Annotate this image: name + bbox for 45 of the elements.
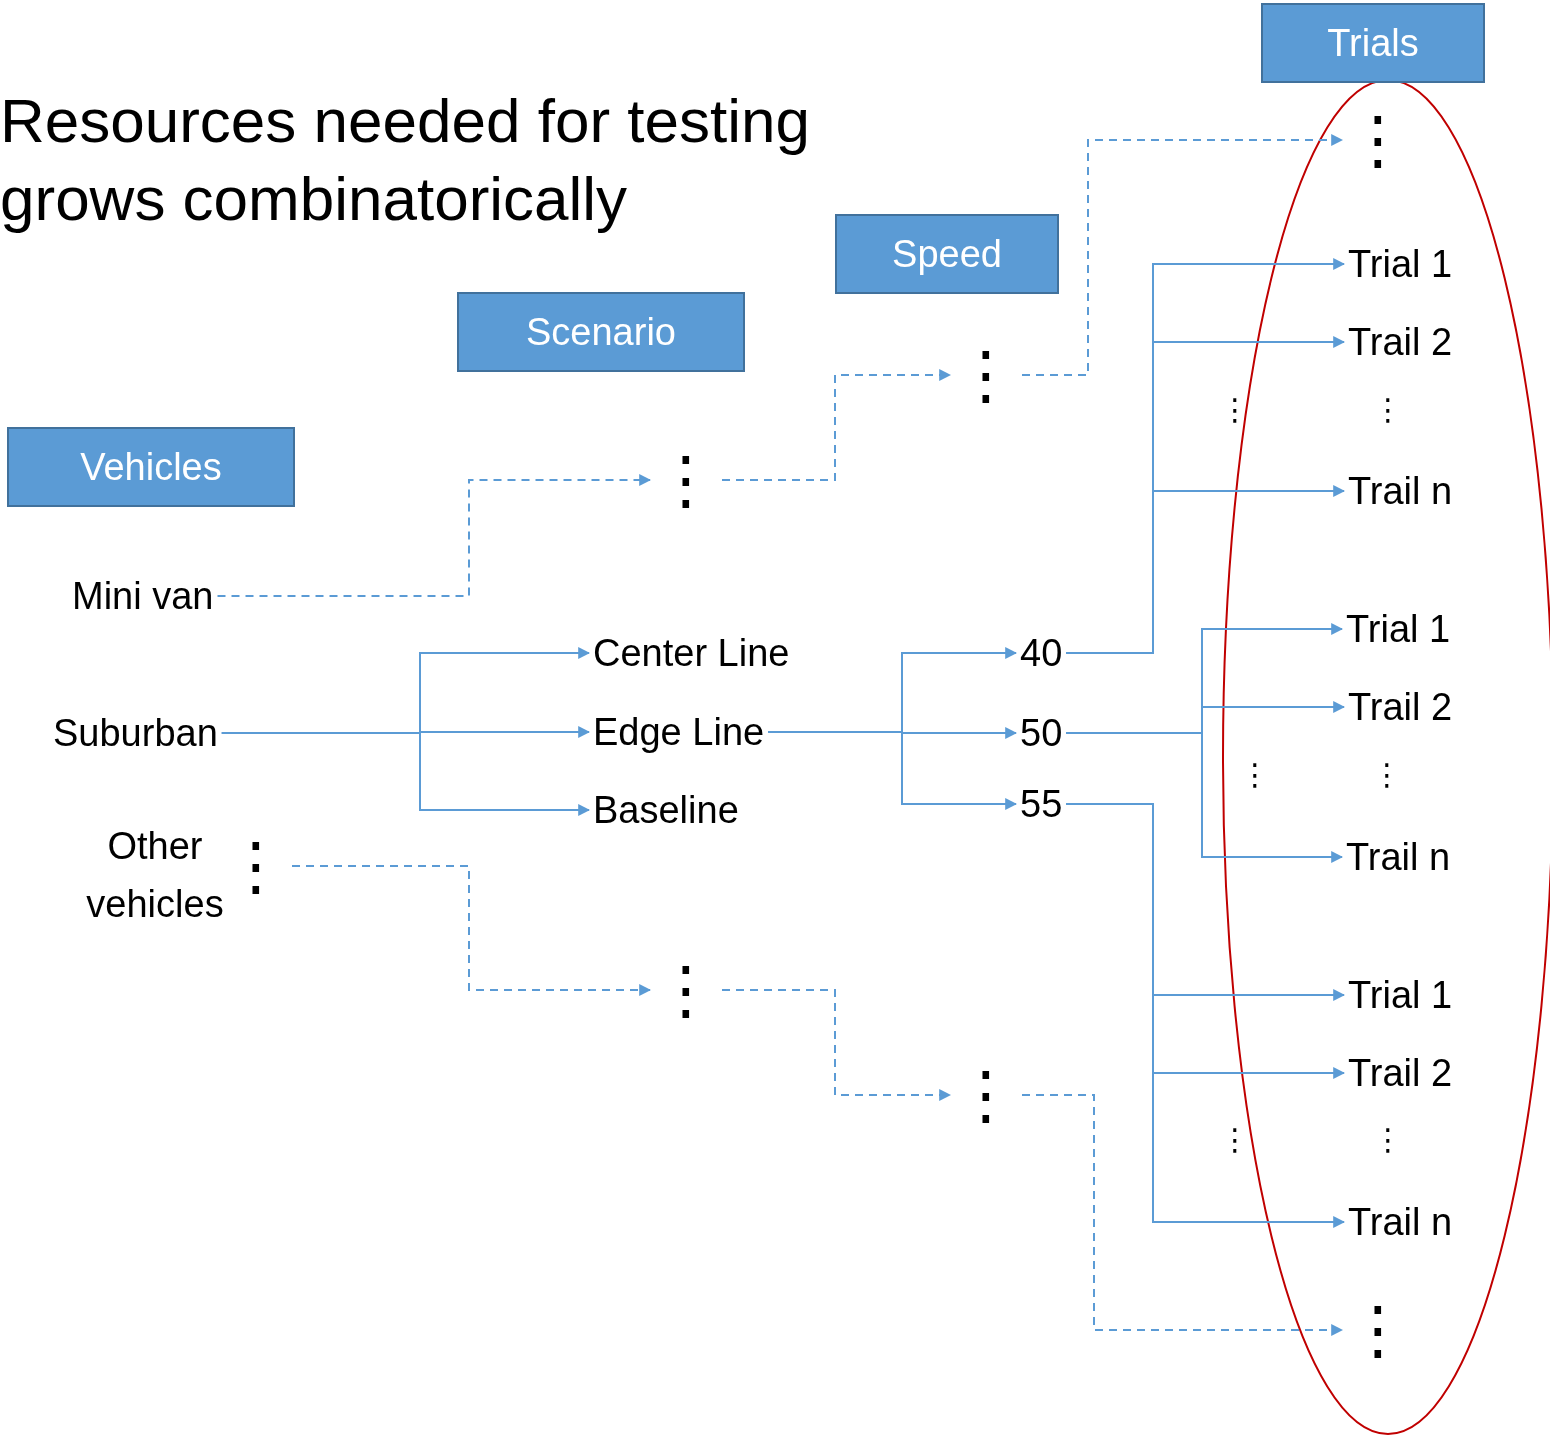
arrow [1065,485,1346,654]
node-label: Trail 2 [1348,1050,1453,1096]
ellipsis: ⋮ [1373,395,1403,425]
dashed-arrow [721,989,952,1101]
node-label: Trial 1 [1348,972,1453,1018]
ellipsis: ⋮ [1346,1298,1410,1362]
ellipsis: ⋮ [954,1063,1018,1127]
dashed-arrow [721,369,952,481]
node-label: Edge Line [593,709,765,755]
ellipsis: ⋮ [1346,108,1410,172]
node-label: 55 [1020,781,1063,827]
node-label: Mini van [72,573,214,619]
dashed-arrow [1021,134,1344,376]
node-label: Trial 1 [1346,606,1451,652]
ellipsis: ⋮ [654,448,718,512]
node-label: Center Line [593,630,790,676]
ellipsis: ⋮ [1240,760,1270,790]
ellipsis: ⋮ [654,958,718,1022]
ellipsis: ⋮ [1372,760,1402,790]
category-header: Trials [1261,3,1485,83]
node-label: Trail 2 [1348,684,1453,730]
category-header: Vehicles [7,427,295,507]
node-label: Trail 2 [1348,319,1453,365]
arrow [220,732,591,816]
ellipsis: ⋮ [1220,395,1250,425]
dashed-arrow [291,865,652,996]
arrow [767,731,1018,810]
node-label: Suburban [53,710,218,756]
title: Resources needed for testing grows combinatorically [0,85,811,235]
node-label: Trail n [1348,468,1453,514]
category-header: Scenario [457,292,745,372]
ellipsis: ⋮ [954,343,1018,407]
node-label: Trial 1 [1348,241,1453,287]
node-label: Trail n [1346,834,1451,880]
dashed-arrow [216,474,652,597]
dashed-arrow [1021,1094,1344,1336]
node-label: 40 [1020,630,1063,676]
node-label: Baseline [593,787,739,833]
ellipsis: ⋮ [1373,1125,1403,1155]
node-label: 50 [1020,710,1063,756]
category-header: Speed [835,214,1059,294]
arrow [1065,732,1344,863]
node-label: Trail n [1348,1199,1453,1245]
arrow [1065,803,1346,1228]
ellipsis: ⋮ [1220,1125,1250,1155]
